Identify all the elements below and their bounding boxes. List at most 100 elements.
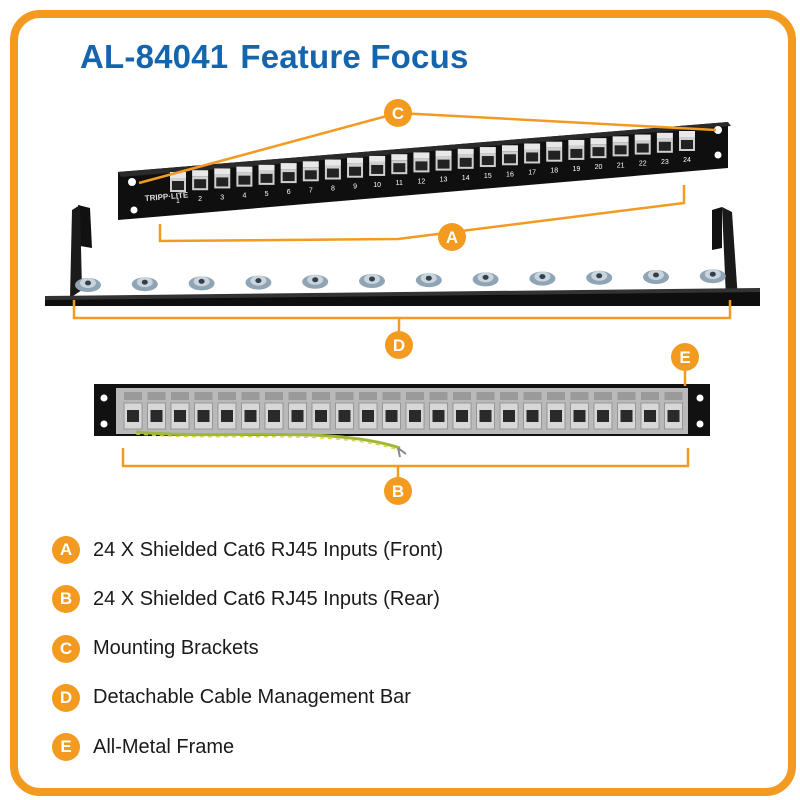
mount-hole [128,178,136,186]
front-rj45-port: 21 [612,136,629,169]
front-rj45-port: 4 [236,166,253,200]
cable-clip [472,272,499,287]
cable-clip [643,270,669,284]
front-rj45-port: 17 [524,143,541,176]
front-rj45-port: 11 [391,154,408,187]
front-rj45-port: 3 [214,168,231,201]
page-title: AL-84041 Feature Focus [80,38,469,76]
port-number-label: 19 [572,166,580,173]
front-rj45-port: 14 [457,148,474,182]
cable-clip [529,271,556,286]
port-number-label: 11 [396,180,403,187]
port-number-label: 10 [373,182,381,189]
cable-clip [699,269,726,284]
callout-letter: B [392,482,404,501]
legend-text: 24 X Shielded Cat6 RJ45 Inputs (Front) [93,538,444,561]
rear-rj45-port [617,392,636,430]
legend-item-e: E All-Metal Frame [52,731,443,763]
rear-rj45-port [217,392,237,430]
port-number-label: 21 [617,162,625,169]
mount-hole [130,206,138,214]
legend-badge: C [52,634,80,663]
rear-rj45-port [241,392,260,430]
feature-legend: A 24 X Shielded Cat6 RJ45 Inputs (Front)… [52,534,443,780]
rear-rj45-port [429,392,448,430]
port-number-label: 16 [506,171,514,178]
legend-item-d: D Detachable Cable Management Bar [52,682,443,714]
port-number-label: 6 [287,189,291,196]
callout-e: E [671,343,699,371]
rear-rj45-port [523,392,542,430]
front-rj45-port: 9 [347,157,364,191]
front-rj45-port: 24 [679,131,695,164]
port-number-label: 7 [309,187,313,194]
front-rj45-port: 7 [302,161,319,194]
cable-clip [188,276,215,291]
front-rj45-port: 8 [324,159,341,193]
front-rj45-port: 2 [192,170,209,203]
legend-text: All-Metal Frame [93,735,235,758]
model-number: AL-84041 [80,38,229,75]
legend-text: 24 X Shielded Cat6 RJ45 Inputs (Rear) [93,587,440,610]
port-number-label: 3 [220,194,224,201]
legend-text: Mounting Brackets [93,637,259,660]
front-rj45-port: 20 [590,138,607,171]
cable-clip-row [75,269,726,292]
legend-item-a: A 24 X Shielded Cat6 RJ45 Inputs (Front) [52,534,443,566]
rear-port-row [123,392,683,430]
port-number-label: 2 [198,196,202,203]
legend-badge: A [52,536,80,564]
brand-logo: TRIPP·LITE [144,190,189,203]
rear-rj45-port [288,392,307,430]
rear-rj45-port [264,392,284,430]
port-number-label: 13 [440,177,448,184]
callout-letter: E [679,348,690,367]
port-number-label: 23 [661,159,669,166]
front-rj45-port: 16 [501,145,518,178]
port-number-label: 20 [595,164,603,171]
rear-rj45-port [194,392,213,430]
cable-clip [302,274,329,289]
legend-item-b: B 24 X Shielded Cat6 RJ45 Inputs (Rear) [52,583,443,615]
port-number-label: 17 [528,169,536,176]
rear-rj45-port [476,392,495,430]
callout-lines [72,111,732,478]
cable-clip [75,278,101,292]
rear-rj45-port [382,392,401,430]
legend-badge: B [52,585,80,614]
front-rj45-port: 10 [369,155,386,189]
callout-letter: C [392,104,404,123]
rear-rj45-port [358,392,378,430]
rear-rj45-port [499,392,519,430]
rear-rj45-port [570,392,589,430]
front-rj45-port: 13 [435,150,452,184]
front-rj45-port: 5 [258,164,275,198]
mount-hole [696,394,704,402]
rear-rj45-port [593,392,613,430]
ground-lug [397,447,407,458]
rear-rj45-port [405,392,425,430]
front-rj45-port: 19 [568,139,585,173]
port-number-label: 5 [265,191,269,198]
port-number-label: 22 [639,161,647,168]
cable-clip [245,275,272,290]
mount-hole [696,420,704,428]
rear-rj45-port [664,392,683,430]
callout-a: A [438,223,466,251]
legend-item-c: C Mounting Brackets [52,633,443,665]
port-number-label: 12 [418,178,426,185]
rear-rj45-port [123,392,143,430]
legend-badge: E [52,733,80,762]
rear-rj45-port [147,392,166,430]
front-rj45-port: 6 [280,163,297,196]
cable-clip [359,274,385,288]
rear-rj45-port [452,392,472,430]
port-number-label: 24 [683,157,691,164]
ground-wire [135,430,401,450]
front-rj45-port: 12 [413,152,430,185]
port-number-label: 14 [462,175,470,182]
title-subtitle: Feature Focus [240,38,469,75]
